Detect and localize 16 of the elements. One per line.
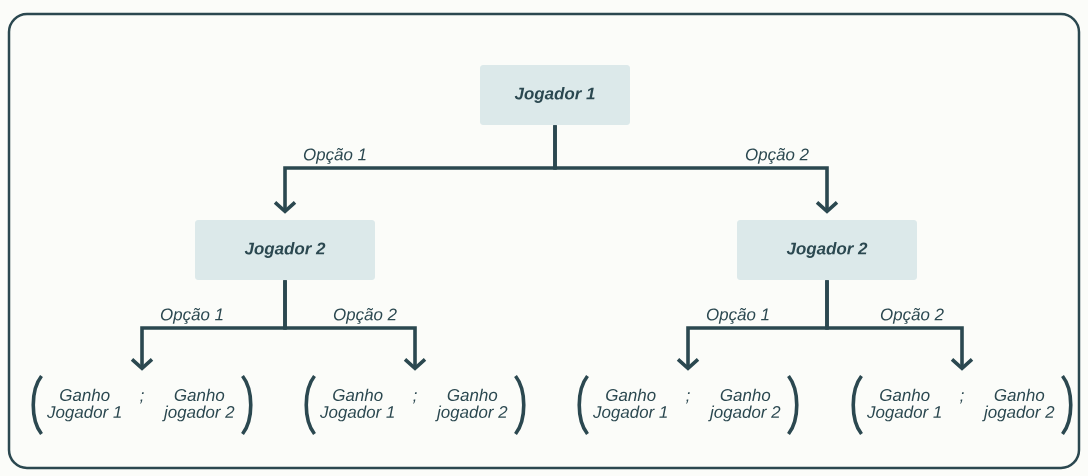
arrow — [283, 280, 427, 371]
arrow — [553, 125, 839, 214]
edge-label: Opção 2 — [333, 308, 397, 324]
edge-label: Opção 1 — [303, 148, 366, 164]
payoff-pair: Ganho Jogador 1 ; Ganho jogador 2 — [304, 375, 526, 435]
edge-label: Opção 1 — [706, 308, 769, 324]
payoff-pair: Ganho Jogador 1 ; Ganho jogador 2 — [577, 375, 799, 435]
player-box: Jogador 2 — [195, 220, 375, 280]
payoff-pair: Ganho Jogador 1 ; Ganho jogador 2 — [31, 375, 253, 435]
edge-label: Opção 1 — [160, 308, 223, 324]
player-box: Jogador 2 — [737, 220, 917, 280]
edge-label: Opção 2 — [880, 308, 944, 324]
payoff-pair: Ganho Jogador 1 ; Ganho jogador 2 — [851, 375, 1073, 435]
arrow — [825, 280, 974, 371]
player-box: Jogador 1 — [480, 65, 630, 125]
edge-label: Opção 2 — [745, 148, 809, 164]
